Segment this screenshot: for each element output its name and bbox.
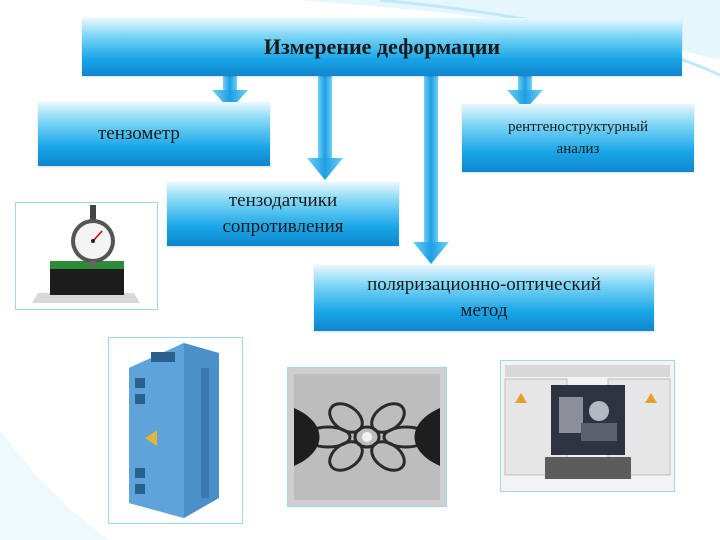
- box-tenzodatchiki-line1: тензодатчики: [228, 190, 338, 211]
- box-tenzodatchiki: тензодатчики сопротивления: [167, 182, 399, 246]
- arrow-to-tenzometr-icon: [212, 76, 248, 110]
- page-title: Измерение деформации: [82, 18, 682, 76]
- box-tenzometr: тензометр: [38, 102, 270, 166]
- box-rentgen-line2: анализ: [556, 141, 600, 157]
- box-polar-line2: метод: [460, 300, 508, 321]
- box-tenzometr-label: тензометр: [98, 123, 180, 144]
- arrow-to-polar-icon: [413, 76, 449, 264]
- arrow-to-tenzodatchiki-icon: [307, 76, 343, 180]
- arrow-to-rentgen-icon: [507, 76, 543, 110]
- photo-dial-gauge: [15, 202, 158, 310]
- box-polar-line1: поляризационно-оптический: [367, 274, 601, 295]
- box-tenzodatchiki-line2: сопротивления: [222, 216, 344, 237]
- box-rentgen-line1: рентгеноструктурный: [507, 119, 649, 135]
- box-rentgen: рентгеноструктурный анализ: [462, 104, 694, 172]
- box-polar: поляризационно-оптический метод: [314, 265, 654, 331]
- title-text: Измерение деформации: [263, 34, 501, 59]
- photo-din-module: [108, 337, 243, 524]
- photo-xray-machine: [500, 360, 675, 492]
- photo-fringe-pattern: [287, 367, 447, 507]
